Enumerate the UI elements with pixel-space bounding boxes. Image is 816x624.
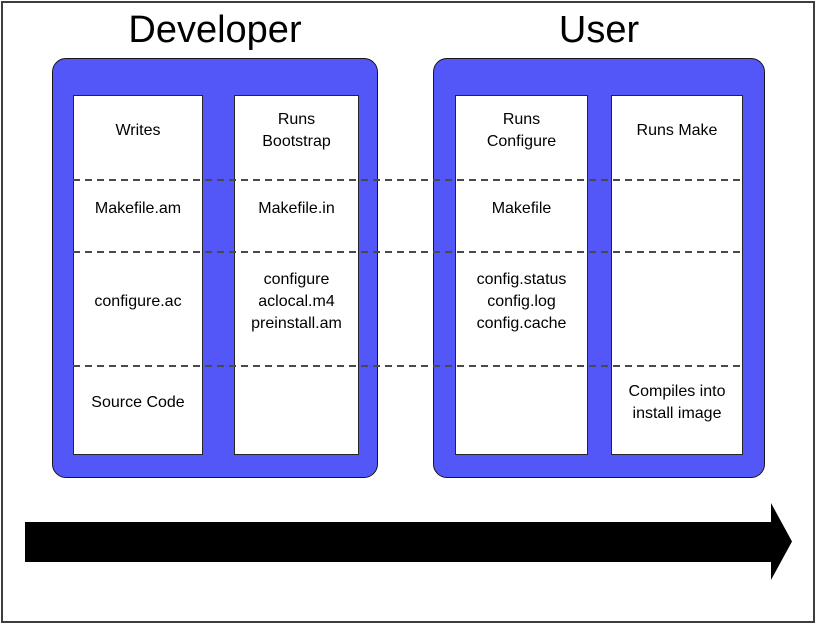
cell-text: Makefile xyxy=(491,200,552,217)
diagram-cell: Makefile.in xyxy=(235,181,358,253)
diagram-cell: Makefile xyxy=(456,181,587,253)
cell-text: configure.ac xyxy=(94,293,182,310)
user-title: User xyxy=(558,9,640,51)
diagram-cell: Writes xyxy=(74,96,202,181)
cell-text: Writes xyxy=(115,121,161,139)
diagram-cell xyxy=(235,367,358,454)
diagram-cell: Runs Make xyxy=(612,96,742,181)
cell-text: configure aclocal.m4 preinstall.am xyxy=(251,271,342,332)
diagram-cell: Makefile.am xyxy=(74,181,202,253)
cell-text: Makefile.in xyxy=(258,200,335,217)
cell-text: config.status config.log config.cache xyxy=(476,271,567,332)
column-user-configure: Runs Configure Makefile config.status co… xyxy=(455,95,588,455)
diagram-cell: Source Code xyxy=(74,367,202,454)
diagram-cell xyxy=(456,367,587,454)
diagram-cell: Runs Configure xyxy=(456,96,587,181)
diagram-cell xyxy=(612,181,742,253)
cell-text: Runs Configure xyxy=(486,110,557,150)
cell-text: Source Code xyxy=(91,393,185,411)
developer-title: Developer xyxy=(128,9,302,51)
diagram-cell xyxy=(612,253,742,367)
diagram-cell: Compiles into install image xyxy=(612,367,742,454)
cell-text: Runs Bootstrap xyxy=(262,110,331,150)
cell-text: Runs Make xyxy=(636,121,718,139)
cell-text: Makefile.am xyxy=(94,200,182,217)
diagram-cell: configure.ac xyxy=(74,253,202,367)
cell-text: Compiles into install image xyxy=(628,382,726,422)
diagram-cell: config.status config.log config.cache xyxy=(456,253,587,367)
diagram-cell: Runs Bootstrap xyxy=(235,96,358,181)
column-user-make: Runs Make Compiles into install image xyxy=(611,95,743,455)
column-developer-writes: Writes Makefile.am configure.ac Source C… xyxy=(73,95,203,455)
diagram-cell: configure aclocal.m4 preinstall.am xyxy=(235,253,358,367)
column-developer-bootstrap: Runs Bootstrap Makefile.in configure acl… xyxy=(234,95,359,455)
